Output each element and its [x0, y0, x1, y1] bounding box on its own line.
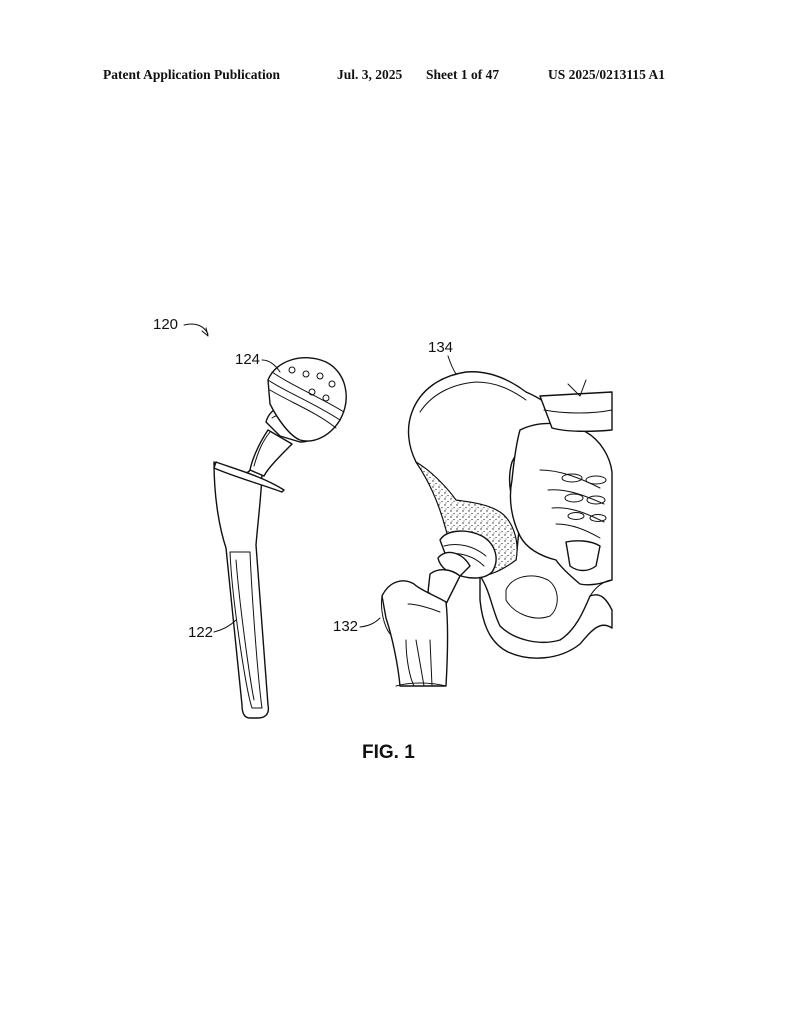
head-hole	[316, 372, 324, 380]
head-hole	[288, 366, 296, 374]
ref-stem: 122	[188, 624, 213, 641]
head-hole	[302, 370, 310, 378]
sacral-foramen	[564, 493, 584, 503]
sacral-foramen	[561, 473, 583, 483]
sacral-foramen	[589, 514, 607, 522]
pelvis	[407, 371, 613, 659]
ref-pelvis: 134	[428, 339, 453, 356]
ref-femur: 132	[333, 618, 358, 635]
hip-implant	[213, 357, 347, 719]
head-hole	[322, 394, 330, 402]
femoral-stem	[213, 461, 270, 719]
head-hole	[308, 388, 316, 396]
head-hole	[328, 380, 336, 388]
publication-title: Patent Application Publication	[103, 67, 281, 82]
sacral-foramen	[567, 512, 585, 520]
publication-date: Jul. 3, 2025	[337, 67, 403, 82]
reference-labels: 120 124 134 122 132 FIG. 1	[153, 316, 457, 763]
acetabular-component	[437, 530, 497, 579]
figure-label: FIG. 1	[362, 742, 415, 763]
ref-head: 124	[235, 351, 260, 368]
stem-collar	[213, 461, 285, 493]
publication-number: US 2025/0213115 A1	[548, 67, 666, 82]
stem-neck	[249, 429, 293, 477]
page-header: Patent Application Publication Jul. 3, 2…	[0, 67, 794, 87]
femur	[381, 569, 461, 687]
sacral-foramen	[585, 475, 607, 485]
sheet-number: Sheet 1 of 47	[426, 67, 500, 82]
sacral-foramen	[586, 495, 606, 505]
ref-implant: 120	[153, 316, 178, 333]
